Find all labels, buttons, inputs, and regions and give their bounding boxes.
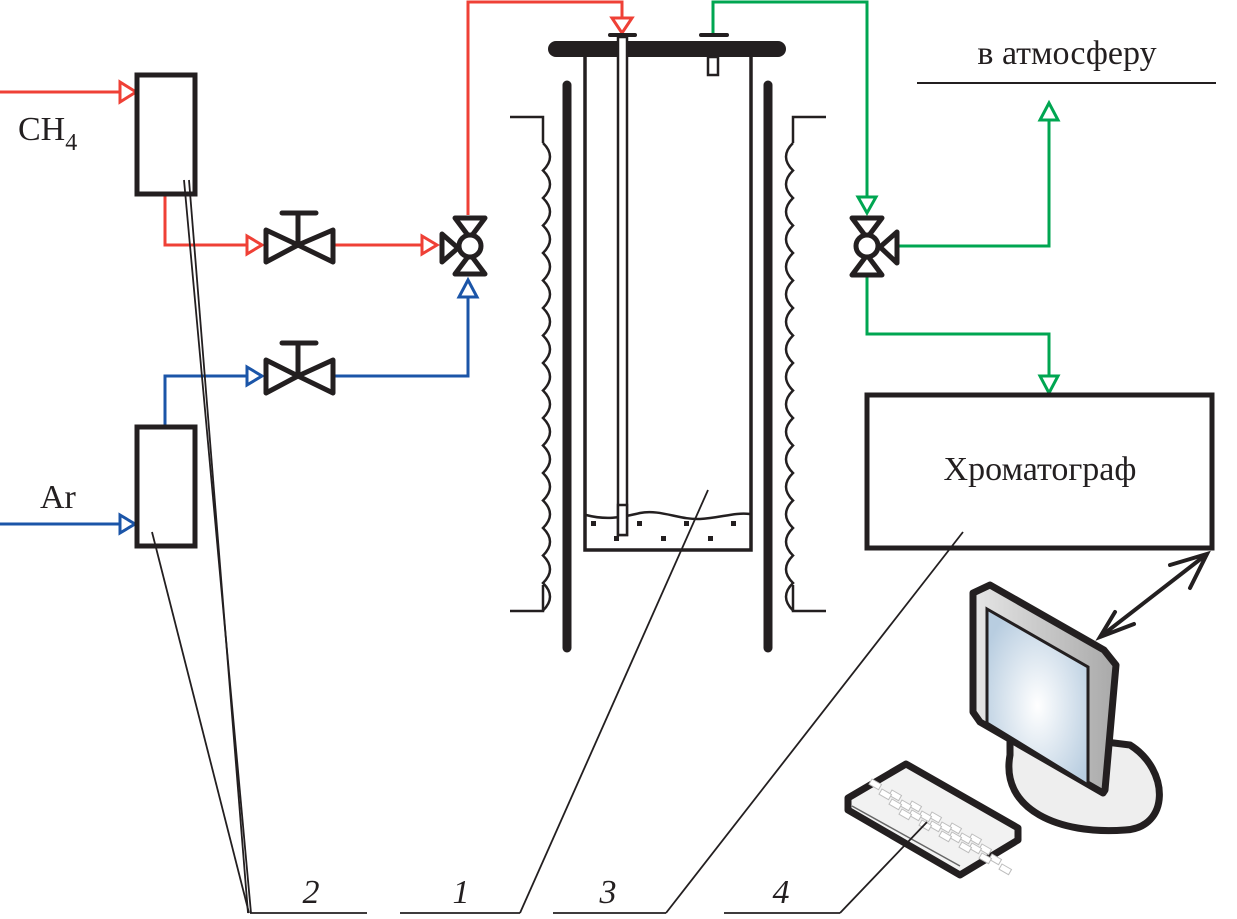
keyboard-key xyxy=(898,799,913,812)
three-way-valve-inlet xyxy=(439,215,488,277)
arrow-icon xyxy=(1037,374,1061,397)
keyboard-key xyxy=(928,820,943,833)
needle-valve-ch4 xyxy=(263,210,336,265)
heating-coil-left xyxy=(510,115,552,613)
arrow-icon xyxy=(245,233,265,257)
keyboard-key xyxy=(978,843,993,856)
keyboard-key xyxy=(938,821,953,834)
keyboard-key xyxy=(888,789,903,802)
keyboard-key xyxy=(968,833,983,846)
exhaust-pipe-from-reactor xyxy=(711,0,869,197)
arrow-icon xyxy=(609,16,635,36)
flow-meter-ch4 xyxy=(134,72,198,197)
exhaust-pipe-to-atmosphere xyxy=(897,120,1051,248)
keyboard-key xyxy=(948,822,963,835)
reactor-vessel xyxy=(583,57,753,552)
argon-line xyxy=(0,297,470,526)
ch4-label: CH4 xyxy=(18,111,77,156)
keyboard-key xyxy=(898,808,913,821)
keyboard-key xyxy=(958,841,973,854)
melt-surface xyxy=(585,510,751,521)
chromatograph-box xyxy=(864,392,1215,551)
keyboard-key xyxy=(988,853,1003,866)
ar-label: Ar xyxy=(40,479,77,516)
keyboard-key xyxy=(918,810,933,823)
callout-1: 1 xyxy=(453,874,470,911)
atmosphere-label: в атмосферу xyxy=(977,35,1156,72)
heating-coil-right xyxy=(784,115,826,613)
keyboard-key xyxy=(948,831,963,844)
keyboard-keys xyxy=(868,778,1013,876)
flow-meter-ar xyxy=(134,424,198,549)
arrow-icon xyxy=(118,79,139,105)
keyboard-key xyxy=(958,832,973,845)
chromatograph-label: Хроматограф xyxy=(944,451,1137,488)
keyboard-key xyxy=(908,809,923,822)
argon-pipe-to-3way xyxy=(333,297,470,378)
keyboard-key xyxy=(878,788,893,801)
data-link-arrow xyxy=(1098,552,1209,639)
methane-pipe-to-valve xyxy=(163,196,247,247)
melt-particles xyxy=(591,521,736,541)
callout-2: 2 xyxy=(303,874,320,911)
needle-valve-ar xyxy=(263,340,336,396)
arrow-icon xyxy=(420,233,440,257)
keyboard-key xyxy=(888,798,903,811)
methane-pipe-to-reactor xyxy=(466,0,624,215)
arrow-icon xyxy=(118,512,138,536)
exhaust-line xyxy=(711,0,1051,376)
three-way-valve-outlet xyxy=(849,215,900,278)
arrow-icon xyxy=(456,276,480,299)
arrow-icon xyxy=(855,195,879,217)
arrow-icon xyxy=(245,364,265,388)
methane-line xyxy=(0,0,624,247)
keyboard-key xyxy=(938,830,953,843)
arrow-icon xyxy=(1037,99,1061,122)
argon-pipe-to-valve xyxy=(163,374,247,425)
keyboard-key xyxy=(968,842,983,855)
keyboard-key xyxy=(998,863,1013,876)
callout-leaders xyxy=(151,179,964,914)
monitor-screen xyxy=(985,606,1090,788)
computer xyxy=(844,550,1211,879)
exhaust-pipe-to-chromatograph xyxy=(865,277,1051,376)
reactor xyxy=(548,33,786,653)
callout-3: 3 xyxy=(599,874,617,911)
callout-4: 4 xyxy=(773,874,790,911)
keyboard-key xyxy=(908,800,923,813)
keyboard-key xyxy=(928,811,943,824)
reactor-gas-tube xyxy=(616,35,629,537)
keyboard-key xyxy=(978,852,993,865)
keyboard-key xyxy=(868,778,883,791)
